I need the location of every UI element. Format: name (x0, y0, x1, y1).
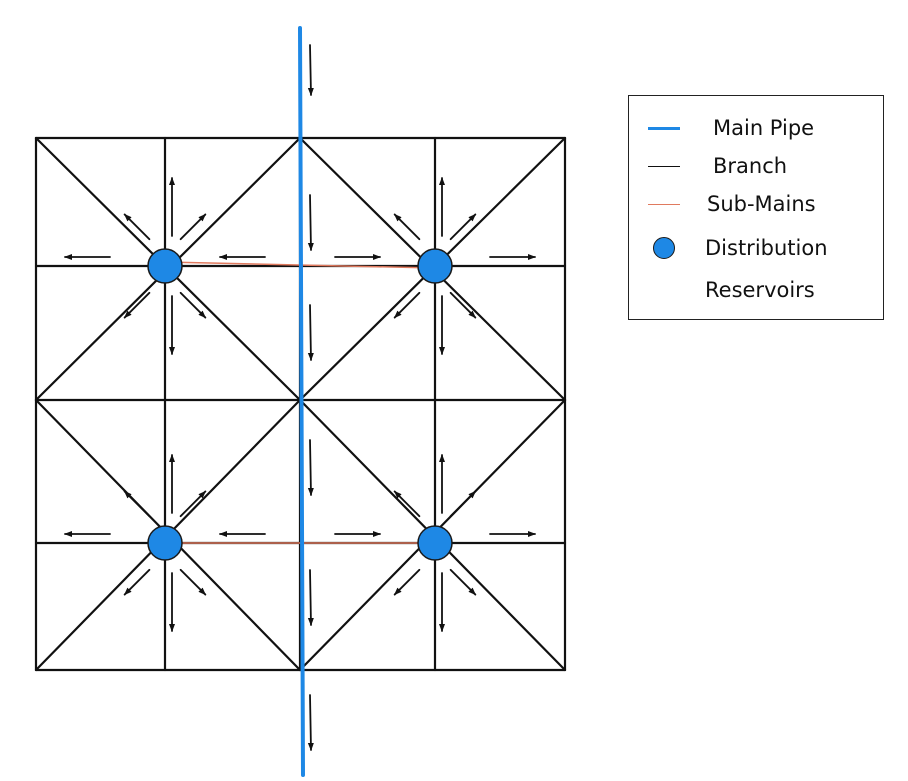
flow-arrow (449, 291, 477, 319)
flow-arrow (307, 194, 314, 251)
main-pipe-line (298, 26, 305, 777)
flow-arrow (449, 213, 477, 241)
flow-arrow (393, 490, 421, 518)
distribution-reservoirs (147, 248, 453, 561)
flow-arrow (393, 568, 421, 596)
flow-arrow (307, 304, 314, 361)
flow-arrow (179, 213, 207, 241)
distribution-reservoir (147, 248, 183, 284)
sub-mains-swatch (648, 203, 680, 205)
flow-arrow (393, 291, 421, 319)
distribution-reservoir (417, 525, 453, 561)
legend-label: Branch (713, 154, 788, 178)
legend-label: Distribution (705, 236, 828, 260)
distribution-reservoir (417, 248, 453, 284)
legend: Main Pipe Branch Sub-Mains Distribution … (628, 95, 884, 320)
flow-arrow (123, 213, 151, 241)
flow-arrow (449, 490, 477, 518)
flow-arrow (307, 694, 314, 751)
legend-item-reservoirs-line2: Reservoirs (705, 278, 815, 302)
legend-item-main-pipe: Main Pipe (629, 116, 814, 140)
legend-item-sub-mains: Sub-Mains (629, 192, 816, 216)
flow-arrow (393, 213, 421, 241)
flow-arrow (307, 439, 314, 496)
flow-arrow (449, 568, 477, 596)
flow-arrow (307, 44, 314, 96)
legend-label: Sub-Mains (707, 192, 816, 216)
legend-label: Main Pipe (713, 116, 815, 140)
flow-arrow (307, 569, 314, 626)
flow-arrow (123, 568, 151, 596)
flow-arrow (123, 291, 151, 319)
legend-item-branch: Branch (629, 154, 787, 178)
flow-arrow (123, 490, 151, 518)
flow-arrow (179, 490, 207, 518)
reservoir-swatch (653, 237, 675, 259)
flow-arrow (179, 291, 207, 319)
legend-item-reservoirs: Distribution (629, 236, 828, 260)
flow-arrow (179, 568, 207, 596)
main-pipe (298, 26, 305, 777)
branch-swatch (648, 165, 680, 167)
main-pipe-swatch (648, 126, 680, 130)
distribution-reservoir (147, 525, 183, 561)
legend-label: Reservoirs (705, 278, 815, 302)
flow-arrows (64, 44, 536, 751)
